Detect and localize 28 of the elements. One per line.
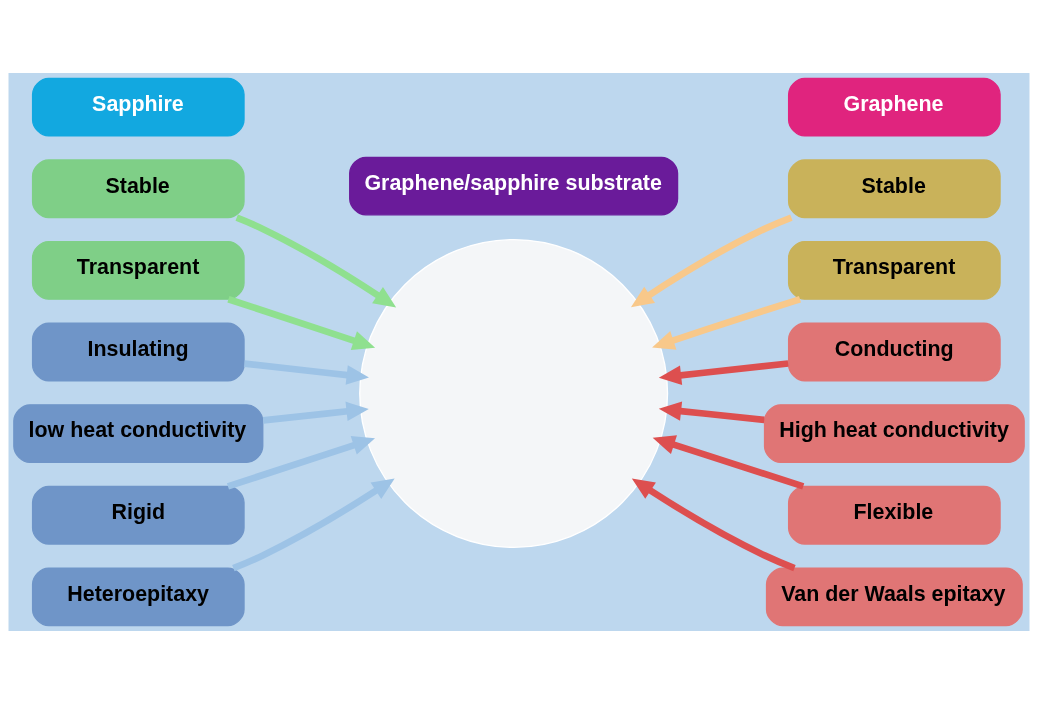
node-box: Flexible bbox=[787, 485, 1001, 545]
node-box: Stable bbox=[31, 158, 245, 218]
node-box: High heat conductivity bbox=[763, 403, 1025, 463]
node-circle bbox=[359, 238, 669, 548]
arrow bbox=[226, 435, 375, 490]
arrow bbox=[658, 400, 765, 423]
arrow bbox=[630, 213, 793, 307]
arrow bbox=[652, 295, 801, 350]
node-box: Graphene/sapphire substrate bbox=[349, 156, 679, 215]
arrow bbox=[631, 477, 796, 571]
node-box: Graphene bbox=[787, 77, 1001, 137]
node-box: Stable bbox=[787, 158, 1001, 218]
node-box: Transparent bbox=[31, 240, 245, 300]
node-box: Rigid bbox=[31, 485, 245, 545]
node-box: Heteroepitaxy bbox=[31, 566, 245, 626]
arrow bbox=[244, 359, 369, 385]
node-box: Insulating bbox=[31, 322, 245, 381]
node-box: Sapphire bbox=[31, 77, 245, 137]
arrow bbox=[658, 359, 789, 385]
arrow bbox=[235, 214, 397, 307]
arrow bbox=[227, 295, 376, 350]
node-box: Conducting bbox=[787, 322, 1001, 381]
arrow bbox=[262, 401, 369, 424]
arrow bbox=[232, 478, 395, 571]
arrow bbox=[652, 434, 805, 489]
node-box: Van der Waals epitaxy bbox=[765, 566, 1023, 626]
node-box: Transparent bbox=[787, 240, 1001, 300]
node-box: low heat conductivity bbox=[13, 403, 264, 463]
